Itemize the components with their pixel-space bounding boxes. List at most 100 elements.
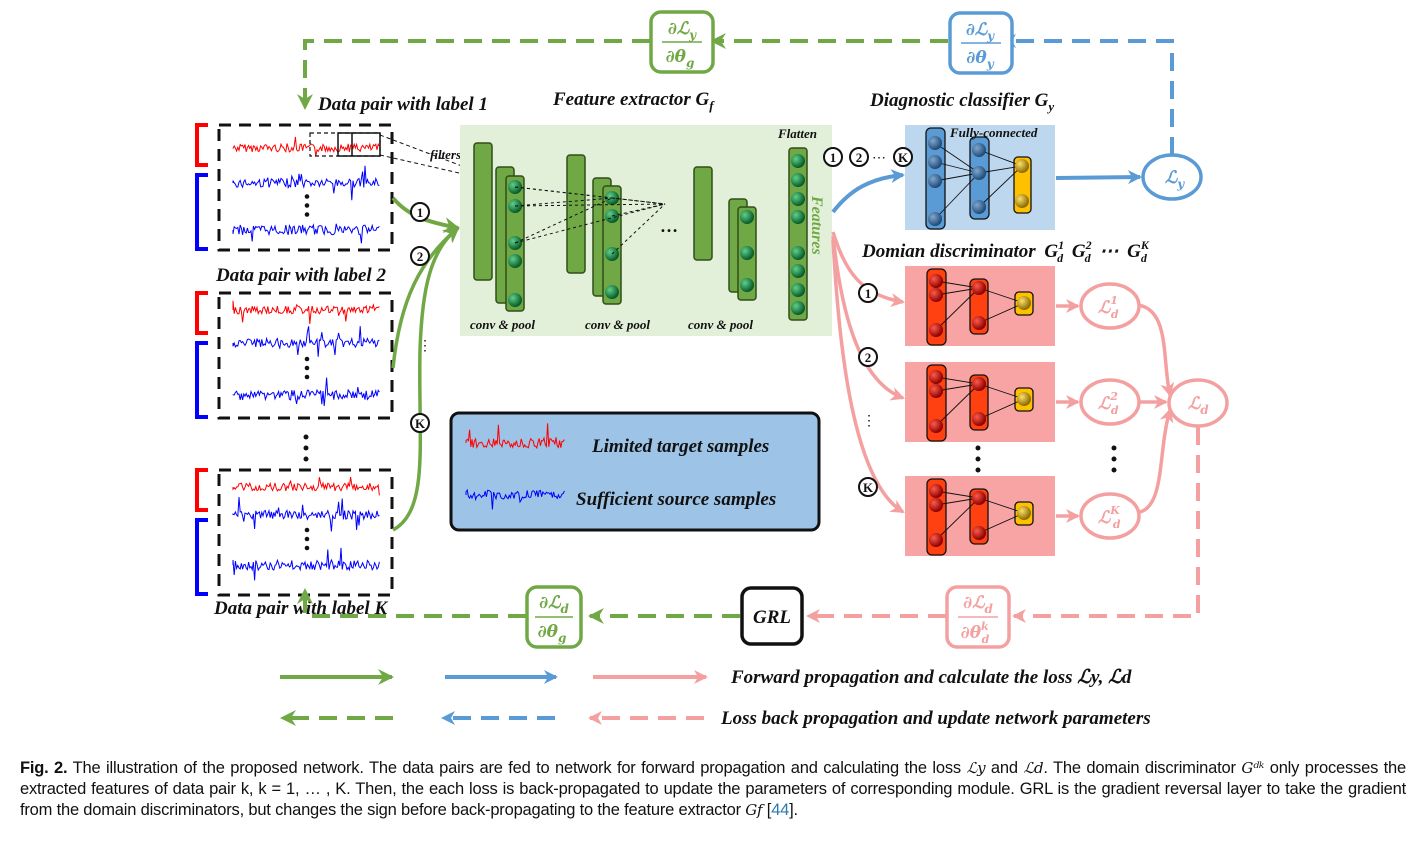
feature-map (788, 147, 808, 321)
disc-marker-K: K (858, 477, 878, 497)
caption-text-4: only processes the extracted features of… (20, 759, 1407, 819)
red-neuron (972, 491, 986, 505)
vertical-dot (304, 545, 310, 551)
feature-extractor-title: Feature extractor Gf (552, 89, 715, 113)
to-ly-arrow (1055, 170, 1142, 185)
network-diagram: ∂ℒy ∂θg ∂ℒy ∂θy Data pair with label 1 F… (195, 10, 1229, 729)
disc-connection (935, 383, 980, 392)
pink-back-arrow-right (1012, 427, 1200, 623)
input-marker-1: 1 (410, 202, 430, 222)
svg-text:⋮: ⋮ (862, 414, 876, 429)
vertical-dot (304, 365, 310, 371)
disc-connection (935, 280, 980, 289)
vertical-dot (304, 194, 310, 199)
caption-gdk: Gᵈᵏ (1241, 759, 1265, 777)
source-signal (232, 497, 380, 532)
classifier-network (925, 127, 1032, 230)
vertical-dot (304, 527, 310, 533)
marker-circle (823, 147, 843, 167)
caption-gf: Gf (745, 801, 763, 819)
cls-marker-2: 2 (849, 147, 869, 167)
yellow-neuron (1017, 296, 1031, 310)
marker-circle (858, 283, 878, 303)
sample-legend-box (449, 411, 821, 532)
neuron (508, 254, 522, 268)
vertical-dot (304, 212, 310, 217)
conv-pool-label-1: conv & pool (470, 317, 535, 332)
target-bracket (195, 468, 208, 512)
conv-pool-label-3: conv & pool (688, 317, 753, 332)
disc-connection (978, 302, 1025, 324)
neuron (791, 301, 805, 315)
data-pair-k-title: Data pair with label K (213, 598, 388, 619)
domain-loss-node (1079, 492, 1141, 540)
fc-connection (978, 165, 1023, 208)
blue-neuron (928, 136, 942, 150)
neuron (791, 246, 805, 260)
fully-connected-label: Fully-connected (949, 125, 1038, 140)
blue-back-arrow-top (1002, 34, 1174, 155)
red-neuron (929, 288, 943, 302)
domain-loss-node (1079, 378, 1141, 426)
red-neuron (929, 384, 943, 398)
diagnostic-classifier-title: Diagnostic classifier Gy (869, 90, 1054, 114)
total-domain-loss-node (1167, 378, 1229, 428)
red-neuron (929, 274, 943, 288)
caption-ld: ℒd (1023, 759, 1044, 777)
disc-marker-1: 1 (858, 283, 878, 303)
red-neuron (972, 412, 986, 426)
red-neuron (929, 370, 943, 384)
connection-line (514, 203, 666, 244)
legend-forward-label: Forward propagation and calculate the lo… (730, 667, 1132, 688)
svg-text:∂θy: ∂θy (966, 48, 994, 71)
target-bracket (195, 291, 208, 335)
to-discriminator-arrow (831, 239, 905, 514)
data-pair-1-title: Data pair with label 1 (317, 94, 488, 115)
connection-line (611, 203, 666, 255)
disc-connection (978, 287, 1025, 304)
yellow-neuron (1017, 506, 1031, 520)
disc-connection (935, 497, 980, 506)
data-pair-2 (195, 291, 394, 420)
filters-label: filters (430, 147, 461, 162)
feature-map (566, 154, 586, 274)
vertical-dot (304, 203, 310, 208)
disc-connection (935, 287, 980, 296)
citation-link-44[interactable]: 44 (771, 801, 790, 819)
input-vertical-ellipsis: ⋮ (418, 339, 432, 354)
marker-circle (858, 347, 878, 367)
to-discriminator-arrow (831, 235, 905, 401)
blue-neuron (928, 155, 942, 169)
fc-connection (934, 172, 980, 220)
disc-connection (935, 497, 980, 541)
marker-text: 2 (856, 150, 863, 165)
blue-neuron (928, 212, 942, 226)
caption-ref-open: [ (762, 801, 772, 819)
red-neuron (929, 533, 943, 547)
disc-connection (935, 287, 980, 331)
loss-ly-label: ℒy (1165, 168, 1185, 191)
caption-text-2: and (985, 759, 1024, 777)
source-bracket (195, 518, 208, 596)
caption-ly: ℒy (966, 759, 986, 777)
fc-connection (934, 172, 980, 182)
gradient-box-ly-theta-g: ∂ℒy ∂θg (649, 10, 715, 74)
caption-text-1: The illustration of the proposed network… (67, 759, 967, 777)
data-pair-dashed-box (217, 291, 394, 420)
neuron (791, 264, 805, 278)
fc-connection (978, 149, 1023, 167)
marker-text: K (863, 480, 874, 495)
to-classifier-arrow (831, 169, 905, 214)
vertical-dots-between-pairs (303, 434, 309, 462)
caption-fig-label: Fig. 2. (20, 759, 68, 777)
svg-text:∂ℒd: ∂ℒd (963, 593, 993, 616)
yellow-neuron (1015, 194, 1029, 208)
target-signal (232, 300, 380, 325)
disc-connection (978, 512, 1025, 534)
caption-ref-close: ]. (789, 801, 798, 819)
marker-text: K (415, 416, 426, 431)
conv-pool-label-2: conv & pool (585, 317, 650, 332)
red-neuron (972, 281, 986, 295)
